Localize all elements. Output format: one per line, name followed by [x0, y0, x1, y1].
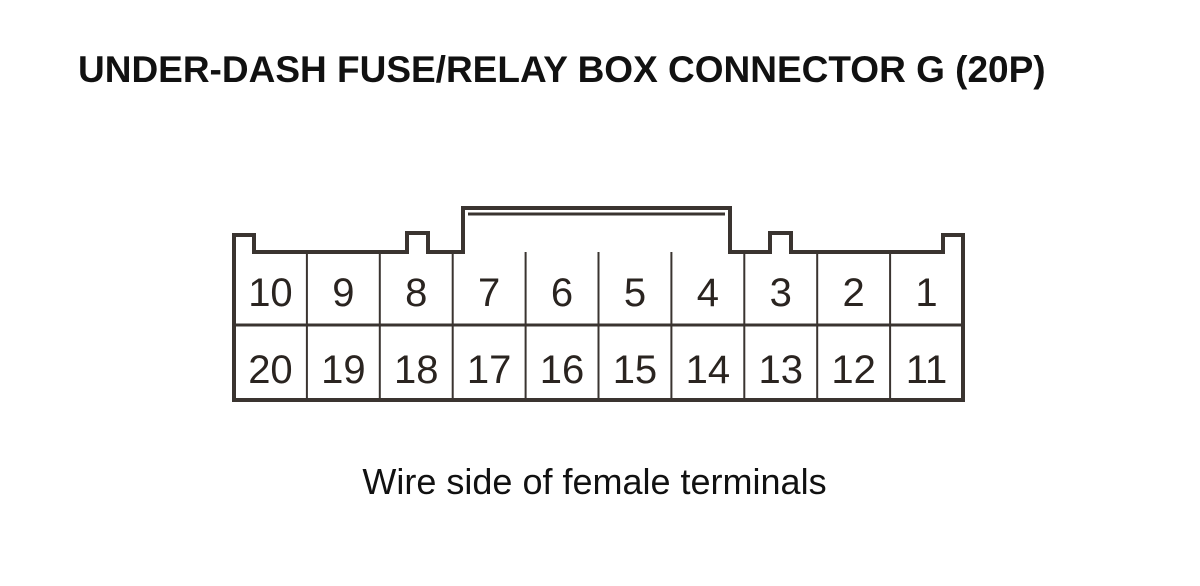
pin-label-10: 10 [248, 271, 293, 315]
pin-label-8: 8 [405, 271, 427, 315]
pin-label-19: 19 [321, 348, 366, 392]
pin-label-1: 1 [915, 271, 937, 315]
diagram-caption: Wire side of female terminals [362, 461, 827, 502]
pin-label-17: 17 [467, 348, 512, 392]
pin-label-3: 3 [770, 271, 792, 315]
pin-label-13: 13 [759, 348, 804, 392]
pin-label-9: 9 [332, 271, 354, 315]
pin-label-5: 5 [624, 271, 646, 315]
cell-dividers [305, 252, 892, 400]
pin-label-7: 7 [478, 271, 500, 315]
top-row-pins: 10 9 8 7 6 5 4 3 2 1 [248, 271, 937, 315]
connector-outline [232, 206, 965, 402]
pin-label-20: 20 [248, 348, 293, 392]
pin-label-14: 14 [686, 348, 731, 392]
pin-label-6: 6 [551, 271, 573, 315]
pin-label-2: 2 [843, 271, 865, 315]
pin-label-11: 11 [906, 348, 948, 392]
pin-label-18: 18 [394, 348, 439, 392]
diagram-title: UNDER-DASH FUSE/RELAY BOX CONNECTOR G (2… [78, 49, 1046, 90]
pin-label-16: 16 [540, 348, 585, 392]
pin-label-15: 15 [613, 348, 658, 392]
pin-label-12: 12 [831, 348, 876, 392]
bottom-row-pins: 20 19 18 17 16 15 14 13 12 11 [248, 348, 947, 392]
pin-label-4: 4 [697, 271, 719, 315]
